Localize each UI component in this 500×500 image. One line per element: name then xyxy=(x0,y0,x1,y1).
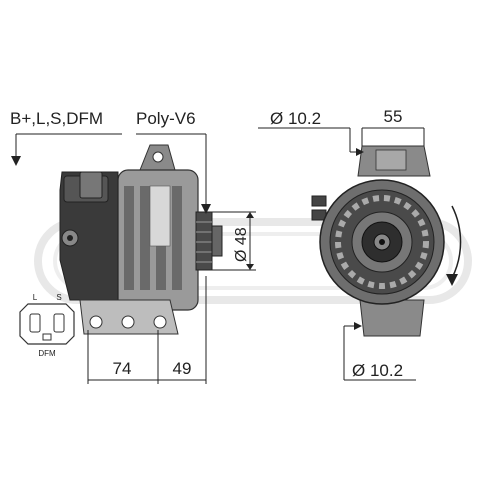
rotation-direction-arrow xyxy=(446,205,462,286)
width-dimension-label: 55 xyxy=(384,107,403,126)
pulley-diameter-dimension: Ø 48 xyxy=(212,211,256,271)
top-bolt-diameter-label: Ø 10.2 xyxy=(270,109,321,128)
top-dimension-lines xyxy=(258,127,425,156)
pulley-leader xyxy=(136,133,211,214)
bottom-bolt-dimension xyxy=(343,322,416,381)
plug-dfm-label: DFM xyxy=(38,349,56,358)
connector-plug-diagram: L S DFM xyxy=(19,293,75,358)
plug-l-label: L xyxy=(33,293,38,302)
bottom-bolt-diameter-label: Ø 10.2 xyxy=(352,361,403,380)
bottom-distance-dimensions xyxy=(87,276,207,384)
connector-pinout-label: B+,L,S,DFM xyxy=(10,109,103,128)
pulley-diameter-label: Ø 48 xyxy=(233,227,250,262)
alternator-front-view xyxy=(311,145,445,337)
plug-s-label: S xyxy=(56,293,61,302)
distance-left-label: 74 xyxy=(113,359,132,378)
connector-arrow xyxy=(11,133,122,166)
alternator-side-view xyxy=(59,144,223,335)
distance-right-label: 49 xyxy=(173,359,192,378)
watermark-logo xyxy=(34,218,472,304)
pulley-type-label: Poly-V6 xyxy=(136,109,196,128)
